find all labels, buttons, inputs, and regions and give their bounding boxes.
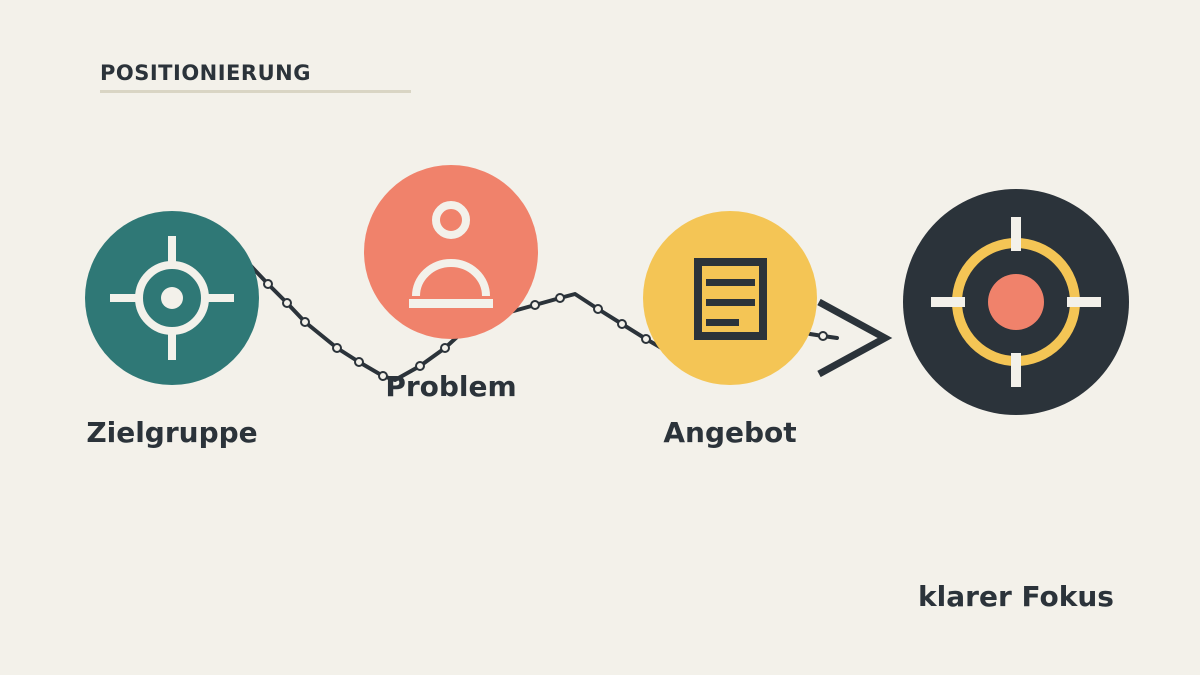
crosshair-icon [110,236,234,360]
connector-path [248,263,893,382]
target-icon [931,217,1101,387]
step-label-klarer-fokus: klarer Fokus [918,580,1114,613]
step-label-problem: Problem [385,370,517,403]
arrowhead-icon [817,298,893,378]
step-label-angebot: Angebot [663,416,797,449]
step-klarer-fokus [903,189,1129,415]
step-zielgruppe [85,211,259,385]
page-title: POSITIONIERUNG [100,61,311,85]
step-angebot [643,211,817,385]
step-label-zielgruppe: Zielgruppe [86,416,258,449]
document-icon [694,258,767,340]
person-icon [409,201,493,308]
title-underline [100,90,411,93]
step-problem [364,165,538,339]
